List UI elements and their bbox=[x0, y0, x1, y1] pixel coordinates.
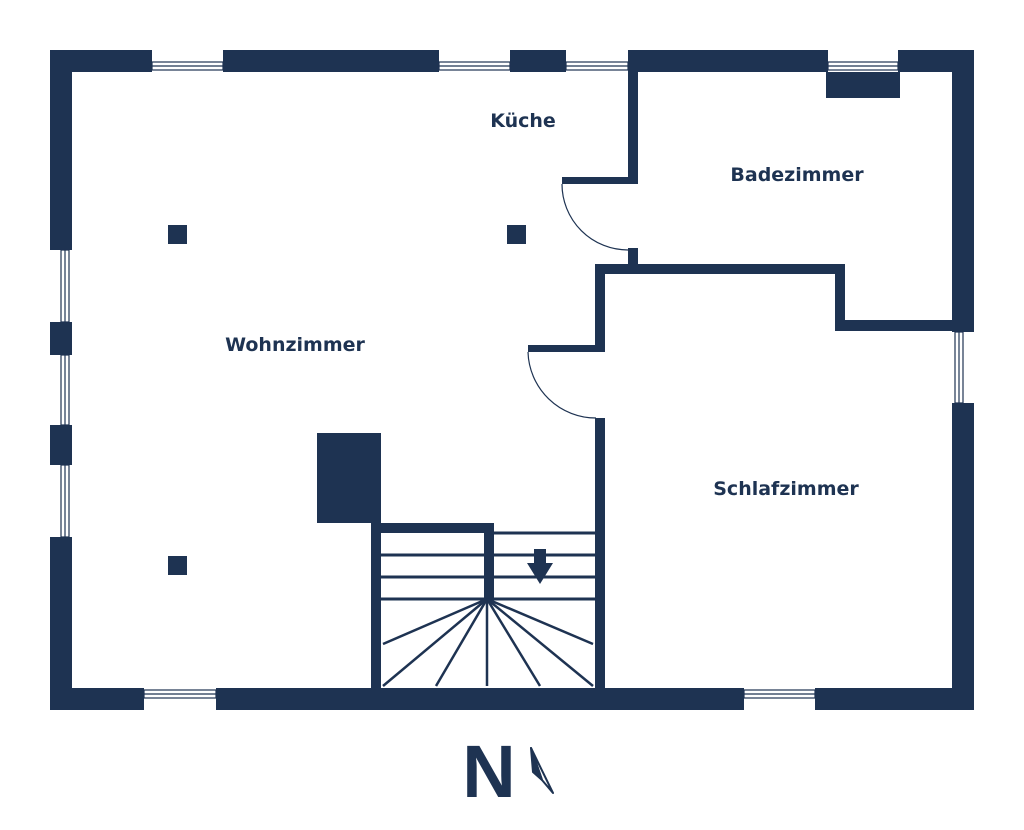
wall-stair-top bbox=[371, 523, 494, 533]
window-right-1 bbox=[954, 331, 964, 404]
wall-top-2 bbox=[223, 50, 439, 72]
outer-walls bbox=[50, 50, 974, 710]
stairs bbox=[381, 531, 595, 687]
wall-left-2 bbox=[50, 322, 72, 355]
room-label-schlafzimmer: Schlafzimmer bbox=[713, 478, 859, 500]
wall-bed-top bbox=[595, 264, 845, 274]
wall-top-1 bbox=[50, 50, 152, 72]
wall-bed-west-upper bbox=[595, 264, 605, 352]
window-left-1 bbox=[60, 249, 70, 323]
wall-bottom-2 bbox=[216, 688, 744, 710]
room-label-kueche: Küche bbox=[490, 110, 556, 132]
wall-bath-west-lower bbox=[628, 248, 638, 268]
window-bottom-1 bbox=[143, 689, 217, 699]
wall-top-4 bbox=[628, 50, 828, 72]
window-top-3 bbox=[565, 61, 629, 71]
bath-fixture bbox=[826, 72, 900, 98]
wall-bath-west bbox=[628, 72, 638, 184]
wall-stair-west bbox=[371, 523, 381, 688]
column-2 bbox=[507, 225, 526, 244]
wall-right-2 bbox=[952, 403, 974, 710]
wall-left-3 bbox=[50, 425, 72, 465]
windows bbox=[60, 61, 964, 699]
wall-bottom-1 bbox=[50, 688, 144, 710]
wall-bed-west-lower bbox=[595, 418, 605, 688]
wall-left-1 bbox=[50, 50, 72, 250]
window-top-2 bbox=[438, 61, 511, 71]
window-left-3 bbox=[60, 464, 70, 538]
window-bottom-2 bbox=[743, 689, 816, 699]
stair-winders bbox=[382, 597, 594, 687]
wall-top-3 bbox=[510, 50, 566, 72]
wall-bath-south bbox=[835, 320, 952, 331]
doors bbox=[527, 183, 629, 419]
compass: N bbox=[462, 730, 554, 813]
interior-walls bbox=[168, 72, 952, 688]
room-label-wohnzimmer: Wohnzimmer bbox=[225, 334, 365, 356]
wall-bath-door-top bbox=[562, 177, 638, 184]
door-bathroom-swing bbox=[561, 183, 629, 251]
room-label-badezimmer: Badezimmer bbox=[730, 164, 864, 186]
compass-needle-icon bbox=[530, 747, 554, 794]
wall-bath-step bbox=[835, 264, 845, 331]
chimney bbox=[317, 433, 381, 523]
column-1 bbox=[168, 225, 187, 244]
wall-stair-mid bbox=[484, 523, 494, 599]
wall-bottom-3 bbox=[815, 688, 974, 710]
window-top-4 bbox=[827, 61, 899, 71]
wall-bed-door-top bbox=[528, 345, 605, 352]
wall-right-1 bbox=[952, 50, 974, 332]
arrow-down-icon bbox=[527, 549, 553, 584]
compass-letter: N bbox=[462, 730, 515, 813]
column-3 bbox=[168, 556, 187, 575]
door-bedroom-swing bbox=[527, 351, 597, 419]
window-top-1 bbox=[151, 61, 224, 71]
wall-left-4 bbox=[50, 537, 72, 710]
window-left-2 bbox=[60, 354, 70, 426]
